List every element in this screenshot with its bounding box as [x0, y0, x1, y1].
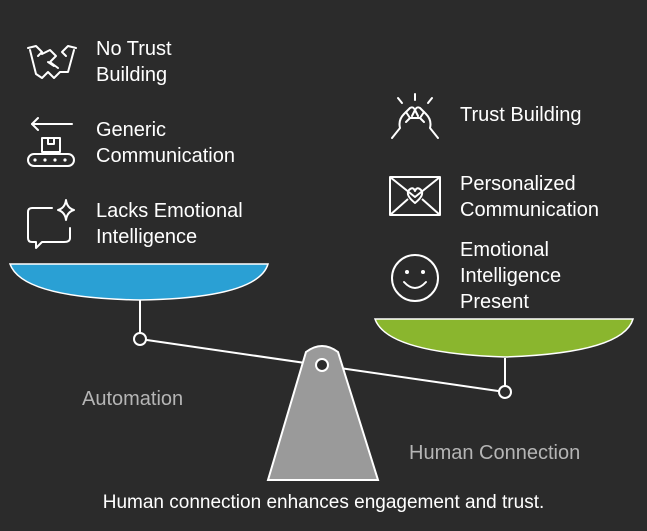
right-item-2-label: Personalized Communication: [460, 171, 599, 223]
high-five-icon: [391, 93, 439, 139]
fulcrum-pivot: [315, 358, 329, 372]
left-item-2-line1: Generic: [96, 119, 167, 141]
left-item-2-line2: Communication: [96, 145, 235, 167]
right-pan: [373, 318, 635, 358]
human-connection-label: Human Connection: [409, 442, 581, 464]
left-item-1-label: No Trust Building: [96, 36, 172, 88]
broken-handshake-icon: [27, 45, 77, 79]
left-item-2-label: Generic Communication: [96, 117, 235, 169]
right-item-1-label: Trust Building: [460, 102, 582, 128]
right-item-3-label: Emotional Intelligence Present: [460, 237, 561, 315]
left-pan: [8, 263, 270, 301]
left-item-1-line1: No Trust: [96, 38, 172, 60]
diagram-caption: Human connection enhances engagement and…: [102, 492, 545, 513]
left-pivot: [133, 332, 147, 346]
right-item-2-line1: Personalized: [460, 173, 576, 195]
right-item-3-line3: Present: [460, 291, 529, 313]
right-item-2-line2: Communication: [460, 199, 599, 221]
right-item-3-line1: Emotional: [460, 239, 549, 261]
automation-label: Automation: [82, 388, 184, 410]
smiley-face-icon: [391, 254, 439, 302]
right-item-3-line2: Intelligence: [460, 265, 562, 287]
fulcrum: [266, 345, 380, 481]
left-item-3-line2: Intelligence: [96, 226, 198, 248]
conveyor-belt-icon: [27, 117, 75, 167]
chat-sparkle-icon: [27, 199, 75, 249]
right-item-1-line1: Trust Building: [460, 104, 582, 126]
left-item-1-line2: Building: [96, 64, 168, 86]
right-pivot: [498, 385, 512, 399]
heart-envelope-icon: [389, 176, 441, 216]
left-item-3-label: Lacks Emotional Intelligence: [96, 198, 243, 250]
left-item-3-line1: Lacks Emotional: [96, 200, 243, 222]
